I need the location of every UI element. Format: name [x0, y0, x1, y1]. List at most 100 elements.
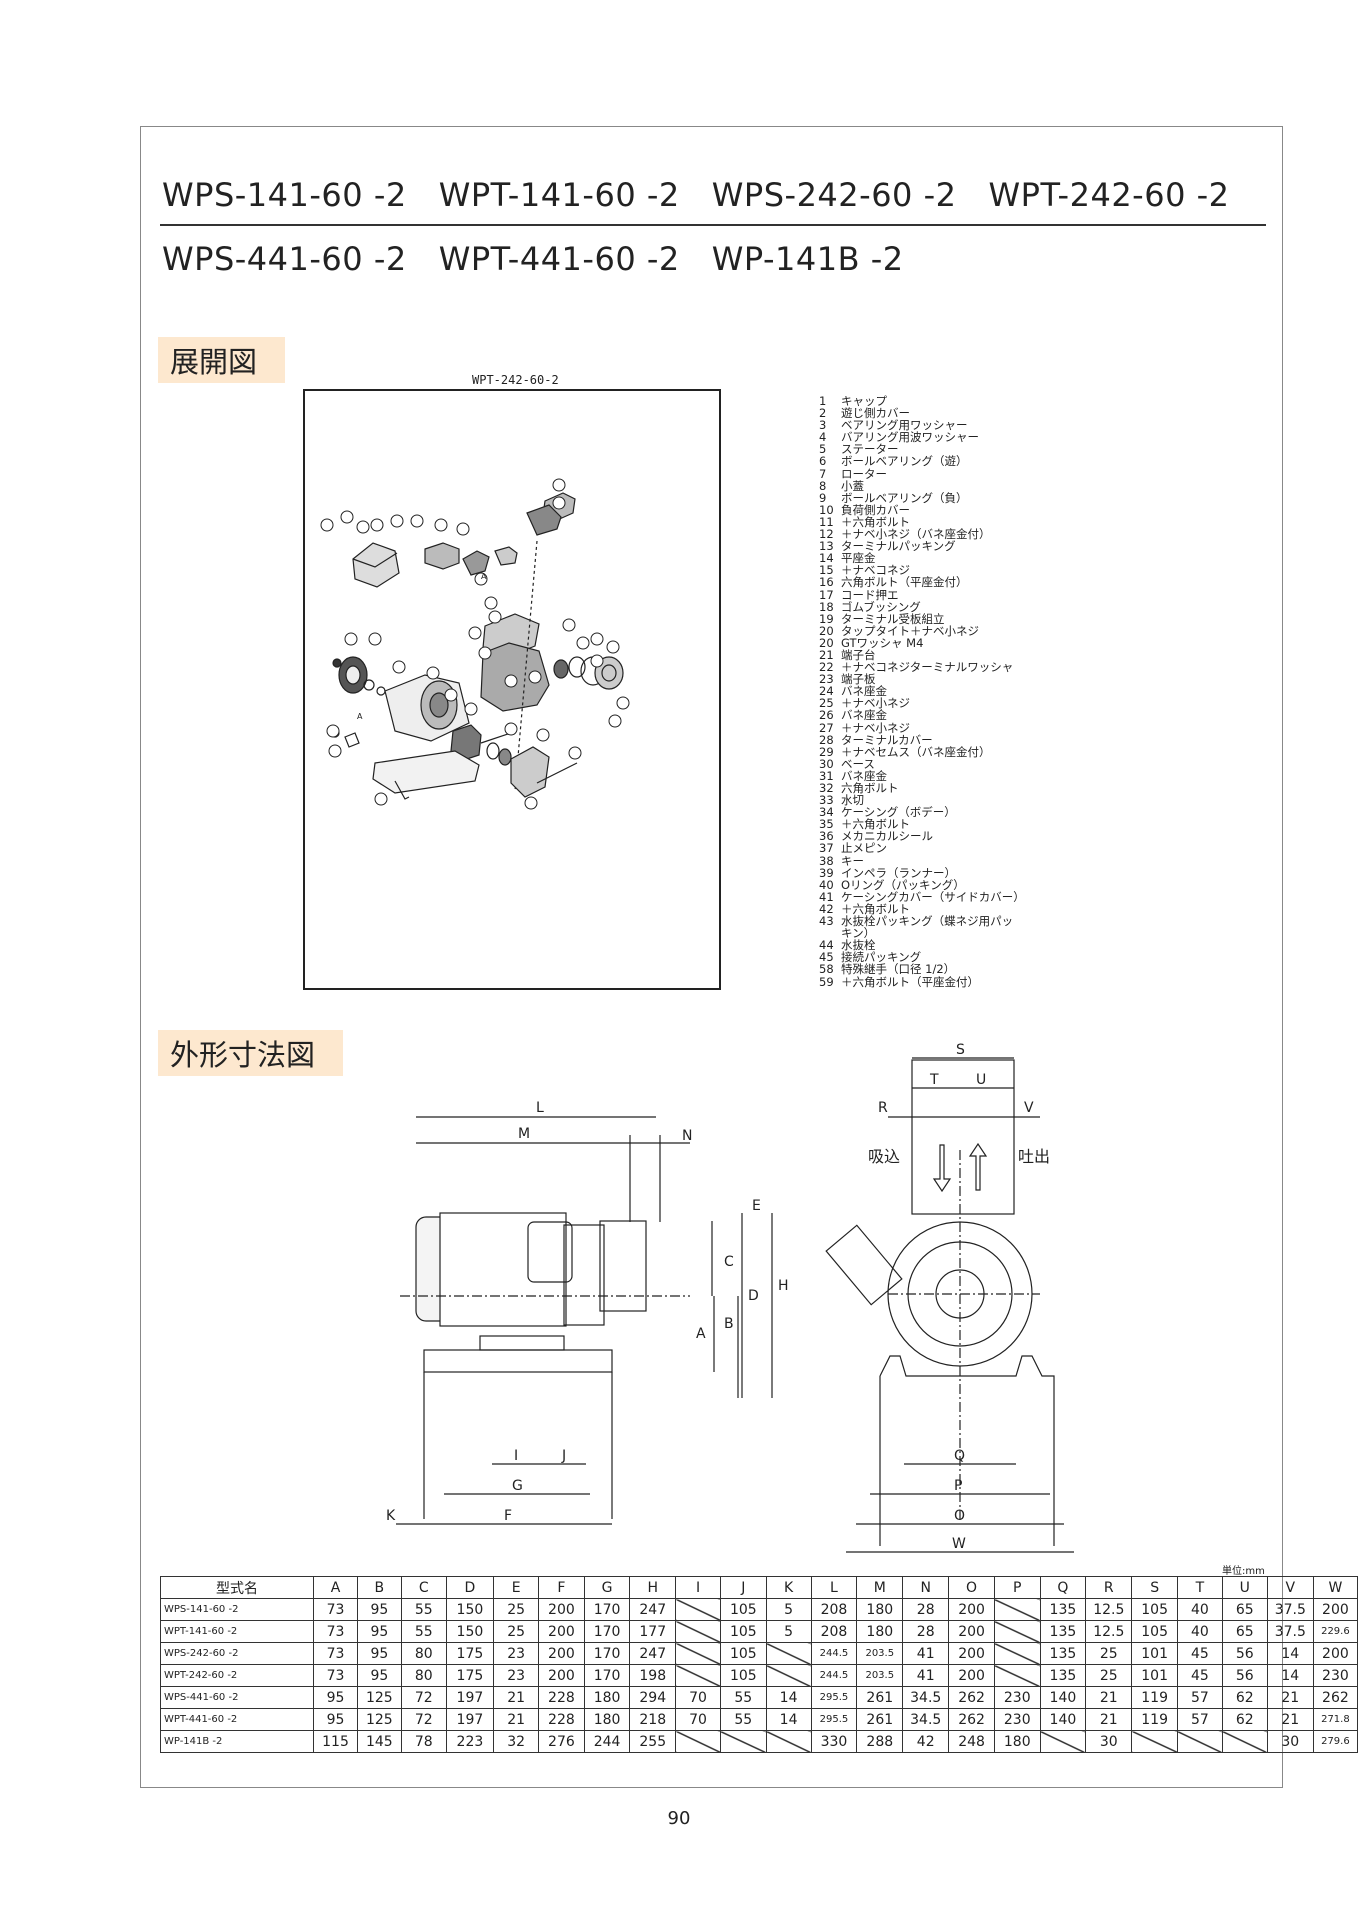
- parts-list-item: 12＋ナベ小ネジ（バネ座金付）: [819, 528, 1029, 540]
- spec-value-cell: 218: [629, 1708, 677, 1731]
- part-name: 負荷側カバー: [841, 502, 910, 517]
- spec-value-cell: 200: [1312, 1642, 1358, 1665]
- part-name: 端子台: [841, 647, 876, 662]
- spec-header-cell: G: [583, 1576, 631, 1599]
- spec-value-cell: 56: [1221, 1664, 1268, 1687]
- part-number: 33: [819, 793, 834, 808]
- spec-value-cell: 25: [493, 1598, 540, 1621]
- spec-value-cell: 262: [948, 1708, 995, 1731]
- spec-header-cell: W: [1312, 1576, 1358, 1599]
- spec-value-cell: 119: [1131, 1686, 1178, 1709]
- dim-label-D: D: [748, 1288, 759, 1304]
- spec-value-cell: [1176, 1730, 1223, 1753]
- dim-label-S: S: [956, 1042, 965, 1058]
- spec-value-cell: 21: [1085, 1708, 1133, 1731]
- spec-value-cell: 180: [856, 1620, 904, 1643]
- spec-value-cell: 247: [629, 1642, 677, 1665]
- spec-value-cell: 247: [629, 1598, 677, 1621]
- dim-label-R: R: [878, 1100, 888, 1116]
- spec-value-cell: 40: [1176, 1620, 1223, 1643]
- spec-value-cell: 40: [1176, 1598, 1223, 1621]
- spec-value-cell: 244.5: [810, 1642, 858, 1665]
- part-number: 2: [819, 406, 827, 421]
- spec-model-cell: WPS-141-60 -2: [159, 1598, 315, 1621]
- spec-value-cell: 25: [493, 1620, 540, 1643]
- spec-value-cell: 72: [400, 1708, 447, 1731]
- spec-value-cell: 200: [538, 1664, 585, 1687]
- part-name: ゴムブッシング: [841, 599, 921, 614]
- spec-value-cell: 135: [1039, 1598, 1087, 1621]
- part-name: ケーシング（ボデー）: [841, 805, 956, 820]
- spec-value-cell: 200: [948, 1598, 995, 1621]
- spec-value-cell: 70: [675, 1708, 721, 1731]
- svg-text:A: A: [481, 572, 487, 581]
- spec-value-cell: 261: [856, 1708, 904, 1731]
- spec-value-cell: 135: [1039, 1620, 1087, 1643]
- part-name: ＋ナベセムス（バネ座金付）: [841, 744, 991, 759]
- part-name: バアリング用波ワッシャー: [841, 430, 979, 445]
- spec-value-cell: [765, 1730, 812, 1753]
- spec-value-cell: 197: [445, 1708, 495, 1731]
- part-number: 32: [819, 781, 834, 795]
- spec-value-cell: 95: [356, 1642, 402, 1665]
- spec-value-cell: 175: [445, 1642, 495, 1665]
- spec-value-cell: 45: [1176, 1664, 1223, 1687]
- spec-value-cell: 34.5: [902, 1686, 950, 1709]
- spec-value-cell: 294: [629, 1686, 677, 1709]
- spec-header-cell: A: [313, 1576, 358, 1599]
- spec-value-cell: 23: [493, 1642, 540, 1665]
- parts-list-item: 25＋ナベ小ネジ: [819, 697, 1029, 709]
- spec-value-cell: 180: [583, 1708, 631, 1731]
- dim-label-I: I: [514, 1448, 518, 1464]
- part-name: メカニカルシール: [841, 829, 933, 844]
- spec-value-cell: 276: [538, 1730, 585, 1753]
- part-number: 19: [819, 611, 834, 626]
- spec-value-cell: [675, 1598, 721, 1621]
- spec-value-cell: 73: [313, 1664, 358, 1687]
- part-number: 7: [819, 466, 827, 481]
- dim-label-W: W: [952, 1536, 966, 1552]
- spec-value-cell: 115: [313, 1730, 358, 1753]
- dim-label-H: H: [778, 1278, 789, 1294]
- spec-value-cell: 105: [1131, 1620, 1178, 1643]
- parts-list-item: 42＋六角ボルト: [819, 903, 1029, 915]
- part-name: ＋六角ボルト（平座金付）: [841, 974, 979, 989]
- spec-value-cell: [765, 1642, 812, 1665]
- spec-value-cell: 55: [719, 1708, 767, 1731]
- spec-value-cell: 135: [1039, 1642, 1087, 1665]
- part-name: ＋ナベ小ネジ: [841, 720, 910, 735]
- spec-value-cell: 14: [1266, 1642, 1314, 1665]
- spec-value-cell: 203.5: [856, 1642, 904, 1665]
- spec-value-cell: 271.8: [1312, 1708, 1358, 1731]
- dim-label-V: V: [1024, 1100, 1034, 1116]
- spec-value-cell: 28: [902, 1620, 950, 1643]
- spec-header-cell: K: [765, 1576, 812, 1599]
- spec-value-cell: 208: [810, 1620, 858, 1643]
- spec-value-cell: 30: [1266, 1730, 1314, 1753]
- spec-value-cell: [1131, 1730, 1178, 1753]
- part-name: 特殊継手（口径 1/2）: [841, 962, 956, 977]
- part-number: 3: [819, 418, 827, 433]
- spec-value-cell: 198: [629, 1664, 677, 1687]
- dim-label-F: F: [504, 1508, 512, 1524]
- spec-value-cell: 200: [538, 1620, 585, 1643]
- page-number: 90: [667, 1808, 691, 1829]
- spec-value-cell: 57: [1176, 1708, 1223, 1731]
- spec-header-cell: F: [538, 1576, 585, 1599]
- spec-value-cell: 140: [1039, 1686, 1087, 1709]
- part-number: 16: [819, 575, 834, 590]
- parts-list-item: 29＋ナベセムス（バネ座金付）: [819, 746, 1029, 758]
